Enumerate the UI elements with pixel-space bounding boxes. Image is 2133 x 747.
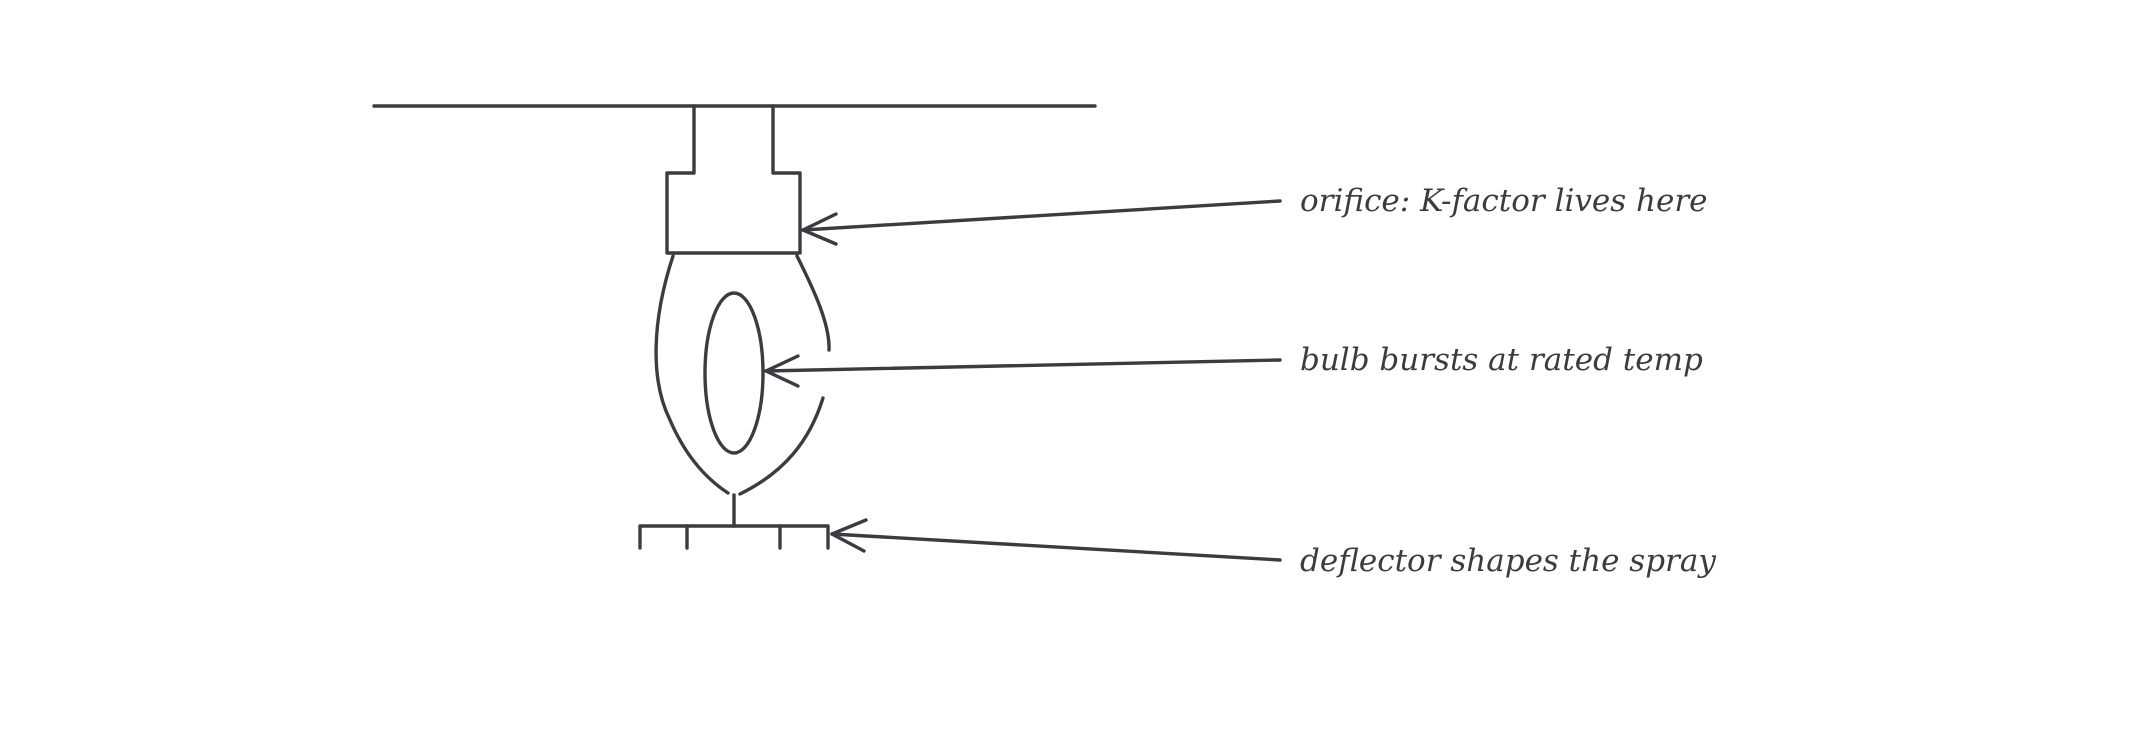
orifice-arrowhead [801, 212, 838, 246]
deflector-arrowhead [830, 518, 868, 553]
deflector-arrow-line [830, 532, 1282, 562]
glass-bulb [703, 291, 765, 455]
bulb-label: bulb bursts at rated temp [1300, 342, 1703, 378]
frame-arm-right-upper [795, 254, 831, 352]
deflector-label: deflector shapes the spray [1300, 543, 1716, 579]
orifice-arrow-line [801, 199, 1282, 232]
bulb-arrowhead [764, 354, 800, 388]
bulb-arrow-line [764, 358, 1282, 373]
frame-arm-left [654, 254, 730, 495]
orifice-body [665, 104, 802, 255]
orifice-label: orifice: K-factor lives here [1300, 183, 1708, 219]
deflector-plate [638, 524, 830, 550]
frame-arm-right-lower [738, 396, 825, 496]
